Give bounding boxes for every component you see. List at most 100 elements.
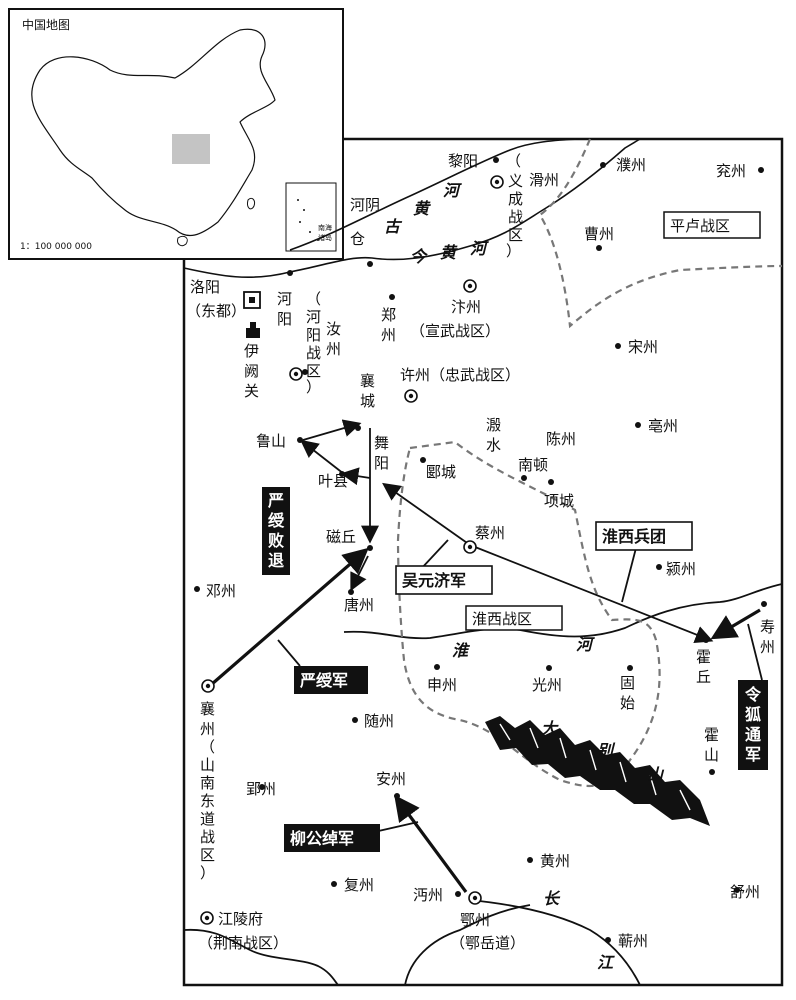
- label-heyang-1: 河: [277, 290, 292, 308]
- label-heyincang-2: 仓: [350, 230, 365, 248]
- svg-text:大: 大: [541, 719, 559, 738]
- label-gushi-1: 固: [620, 674, 635, 692]
- svg-text:区: 区: [508, 226, 523, 244]
- label-wuyang-2: 阳: [374, 454, 389, 472]
- svg-text:河: 河: [306, 308, 321, 326]
- chang-river: [469, 899, 641, 986]
- huaixi-zone-label: 淮西战区: [465, 605, 563, 631]
- svg-text:严: 严: [267, 491, 284, 510]
- inset-map: 中国地图 南海 诸岛 1：100 000 000: [8, 8, 344, 260]
- label-yunzhou: 郢州: [246, 780, 276, 798]
- city-labels: 黎阳 滑州 濮州 兖州 河阴 仓 曹州 洛阳 （东都） 河 阳 郑 州 汴州 （…: [186, 152, 775, 952]
- label-guangzhou: 光州: [532, 676, 562, 694]
- huai-river: [343, 583, 783, 640]
- label-yingzhou: 颍州: [666, 560, 696, 578]
- label-xuzhou: 许州（忠武战区）: [400, 366, 520, 384]
- label-songzhou: 宋州: [628, 338, 658, 356]
- label-xiangcheng-1: 襄: [360, 372, 375, 390]
- huaixi-label-leader: [621, 547, 637, 603]
- svg-text:山: 山: [647, 765, 665, 784]
- svg-text:区: 区: [306, 362, 321, 380]
- river-southwest: [183, 928, 339, 986]
- label-puzhou: 濮州: [616, 156, 646, 174]
- svg-text:退: 退: [268, 551, 284, 570]
- svg-text:河: 河: [470, 239, 489, 258]
- linghu-label-leader: [747, 623, 763, 681]
- svg-text:山: 山: [200, 756, 215, 774]
- old-yellow-river-label: 古 黄 河: [384, 181, 462, 236]
- svg-text:严绶军: 严绶军: [299, 671, 348, 690]
- old-yellow-river: [289, 138, 581, 251]
- svg-text:通: 通: [745, 725, 761, 744]
- label-ciqiu: 磁丘: [326, 528, 356, 546]
- label-yiquequan-3: 关: [244, 382, 259, 400]
- label-chenzhou: 陈州: [546, 430, 576, 448]
- xiangzhou-shannandong-label: 襄 州 （ 山 南 东 道 战 区 ）: [200, 700, 215, 882]
- yiquequan-marker: [246, 322, 260, 338]
- svg-text:）: ）: [506, 242, 521, 260]
- label-zhengzhou-2: 州: [381, 326, 396, 344]
- label-huoshan-1: 霍: [704, 726, 719, 744]
- campaign-arrows: [210, 419, 763, 893]
- label-shenzhou: 申州: [427, 676, 457, 694]
- svg-text:狐: 狐: [745, 705, 761, 724]
- label-wuyang-1: 舞: [374, 434, 389, 452]
- label-yiquequan-2: 阙: [244, 362, 259, 380]
- svg-text:平卢战区: 平卢战区: [670, 217, 730, 235]
- svg-text:河: 河: [576, 635, 595, 654]
- svg-text:阳: 阳: [306, 326, 321, 344]
- svg-text:义: 义: [508, 172, 523, 190]
- huai-river-label: 淮 河: [452, 635, 595, 660]
- svg-text:襄: 襄: [200, 700, 215, 718]
- capital-markers: [200, 175, 504, 925]
- label-tangzhou: 唐州: [344, 596, 374, 614]
- label-xiangcheng2: 项城: [544, 492, 574, 510]
- svg-text:成: 成: [508, 190, 523, 208]
- han-river: [404, 904, 531, 986]
- label-xiangcheng-2: 城: [360, 392, 375, 410]
- svg-text:（: （: [200, 738, 215, 756]
- label-zhengzhou-1: 郑: [381, 306, 396, 324]
- china-outline: [31, 28, 276, 237]
- svg-text:军: 军: [745, 745, 761, 764]
- huaixi-corps-label: 淮西兵团: [595, 521, 693, 551]
- label-caizhou: 蔡州: [475, 524, 505, 542]
- svg-text:败: 败: [268, 531, 284, 550]
- label-shuzhou: 舒州: [730, 883, 760, 901]
- label-luoyang-1: 洛阳: [190, 278, 220, 296]
- label-huangzhou: 黄州: [540, 852, 570, 870]
- luoyang-marker: [243, 291, 261, 309]
- label-jiangling-1: 江陵府: [218, 910, 263, 928]
- label-shouzhou-1: 寿: [760, 618, 775, 636]
- label-yanzhou: 兖州: [716, 162, 746, 180]
- yellow-river-south-bank: [183, 138, 641, 279]
- pinglu-zone-border: [538, 138, 783, 329]
- label-anzhou: 安州: [376, 770, 406, 788]
- south-sea-label-2: 诸岛: [318, 233, 332, 242]
- heyang-zone-label: （ 河 阳 战 区 ）: [306, 290, 321, 396]
- svg-text:黄: 黄: [413, 199, 431, 218]
- svg-text:淮: 淮: [452, 641, 471, 660]
- south-sea-label-1: 南海: [318, 223, 332, 232]
- label-jiangling-2: （荆南战区）: [198, 934, 288, 952]
- label-shouzhou-2: 州: [760, 638, 775, 656]
- label-yanshui-2: 水: [486, 436, 501, 454]
- wu-label-leader: [419, 539, 449, 571]
- label-luoyang-2: （东都）: [186, 302, 246, 320]
- svg-text:淮西兵团: 淮西兵团: [602, 527, 666, 546]
- arrow-to-lushan: [300, 439, 345, 475]
- liu-gongchuo-army-label: 柳公绰军: [284, 824, 380, 852]
- svg-text:东: 东: [200, 792, 215, 810]
- svg-text:战: 战: [306, 344, 321, 362]
- yan-shou-retreat-label: 严 绶 败 退: [262, 487, 290, 575]
- svg-text:区: 区: [200, 846, 215, 864]
- label-bianzhou-1: 汴州: [451, 298, 481, 316]
- yan-shou-army-label: 严绶军: [294, 666, 368, 694]
- taiwan-outline: [247, 197, 255, 210]
- label-ruzhou-2: 州: [326, 340, 341, 358]
- label-bozhou: 亳州: [648, 417, 678, 435]
- svg-text:江: 江: [597, 953, 615, 972]
- hainan-outline: [177, 235, 188, 247]
- svg-text:）: ）: [306, 378, 321, 396]
- arrow-to-xiangcheng: [302, 419, 362, 441]
